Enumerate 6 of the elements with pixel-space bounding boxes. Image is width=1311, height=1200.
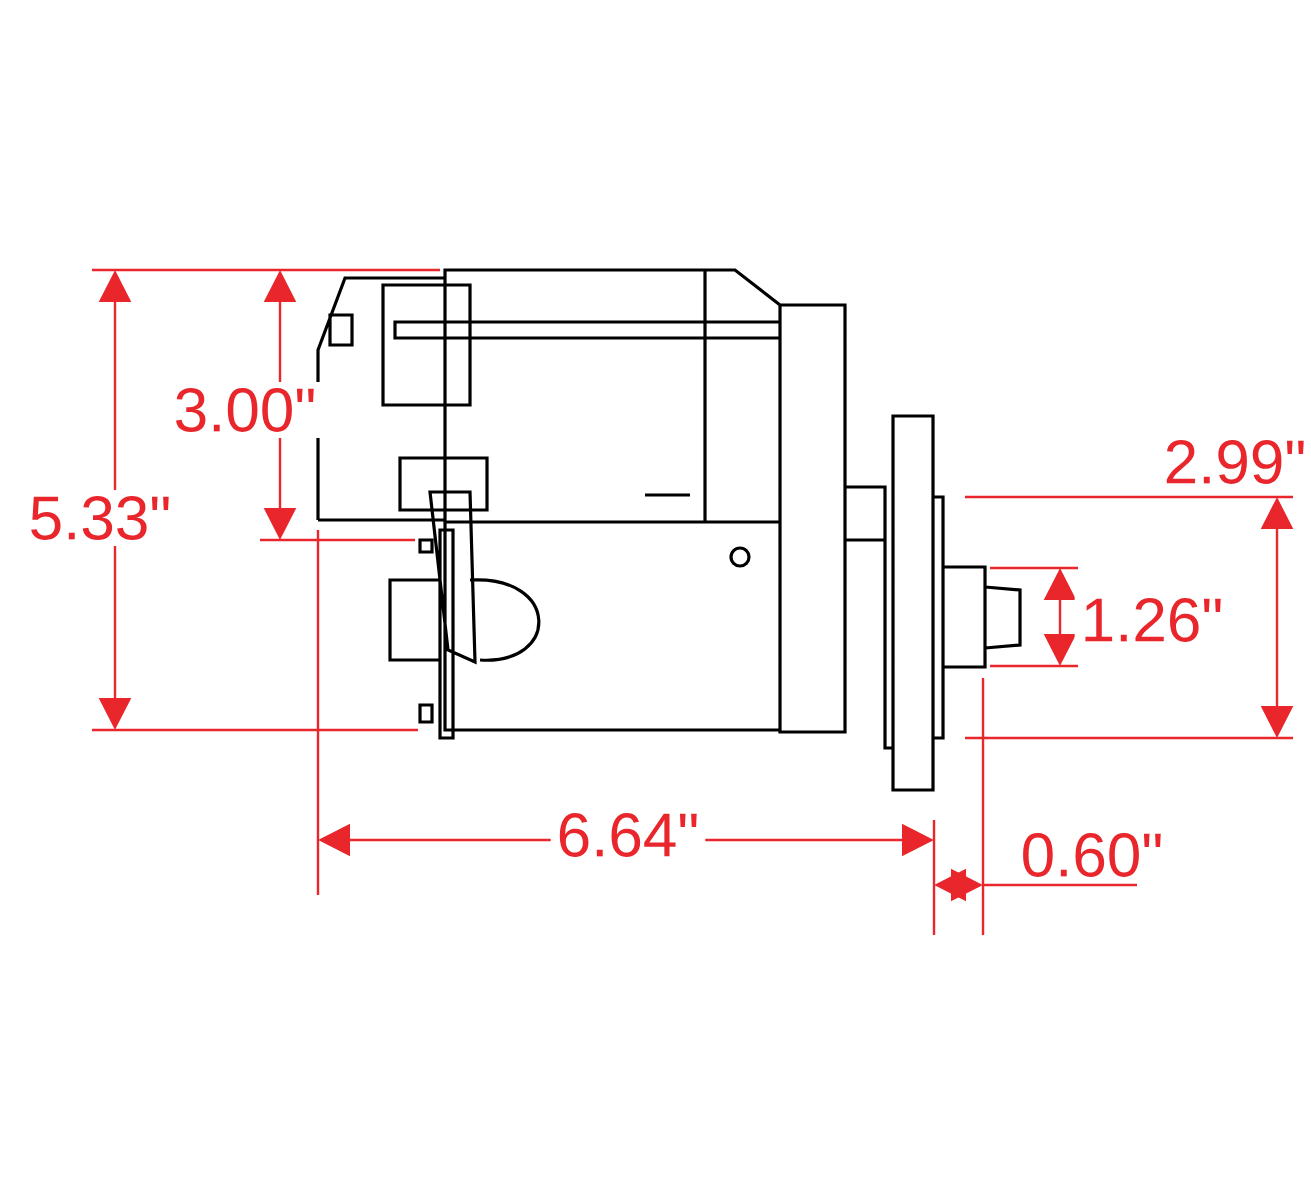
dimension-label: 2.99": [1157, 434, 1311, 490]
dimension-label: 5.33": [22, 490, 178, 546]
dimension-label: 1.26": [1074, 592, 1230, 648]
dimension-label: 0.60": [1014, 827, 1170, 883]
dimension-label: 3.00": [167, 382, 323, 438]
dimension-label: 6.64": [550, 807, 706, 863]
